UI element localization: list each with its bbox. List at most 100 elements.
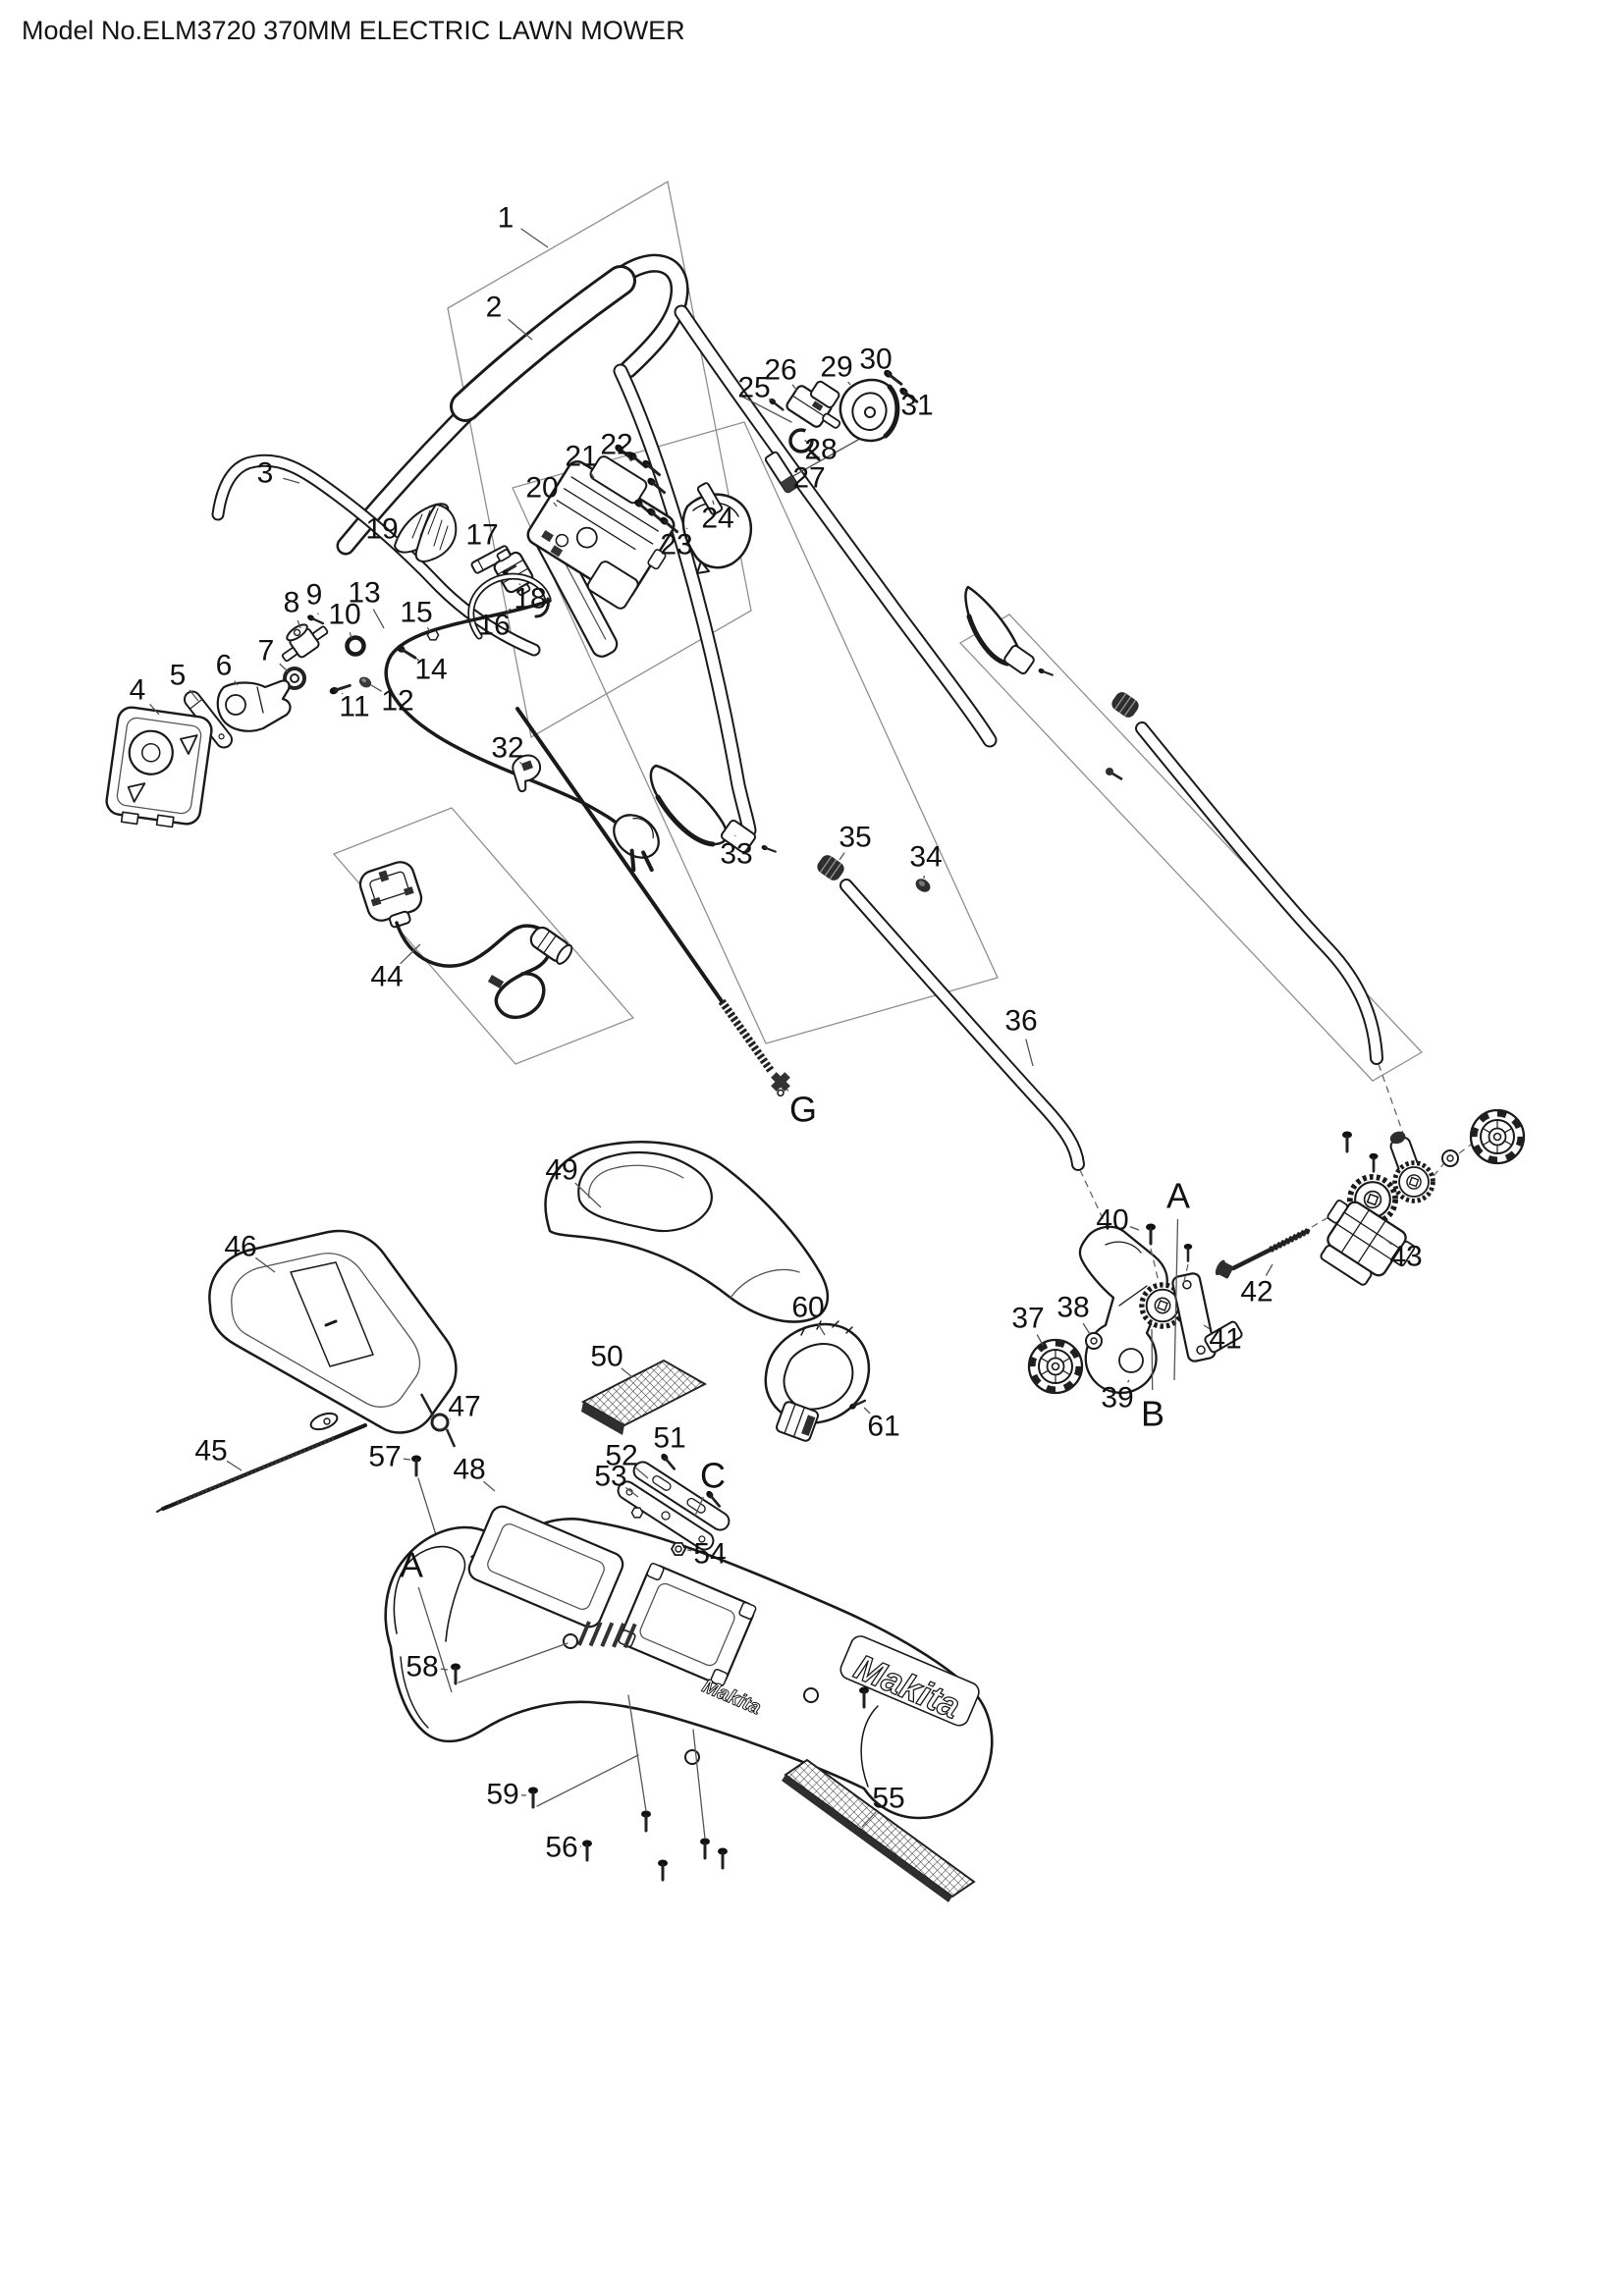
clamp-levers (649, 585, 1055, 855)
part-label-19: 19 (365, 513, 398, 546)
part-label-44: 44 (370, 943, 421, 993)
svg-text:42: 42 (1240, 1276, 1272, 1308)
part-label-36: 36 (1004, 1005, 1038, 1067)
part-label-9: 9 (306, 579, 323, 615)
svg-text:25: 25 (737, 372, 770, 404)
part-label-4: 4 (130, 674, 160, 716)
part-label-20: 20 (525, 472, 559, 507)
svg-text:56: 56 (545, 1832, 577, 1864)
part-label-A: A (1166, 1176, 1190, 1381)
part-label-14: 14 (414, 654, 447, 686)
front-bay (467, 1505, 624, 1629)
part-label-58: 58 (406, 1651, 449, 1683)
svg-text:52: 52 (605, 1440, 637, 1472)
wheel-assembly-right (1320, 1110, 1524, 1286)
part-label-B: B (1141, 1328, 1164, 1434)
bolt-42 (1215, 1212, 1336, 1279)
end-cap-35b (1108, 688, 1143, 721)
svg-text:48: 48 (453, 1454, 485, 1486)
part-label-59: 59 (486, 1779, 527, 1811)
wheel-37 (1029, 1340, 1082, 1393)
svg-text:54: 54 (693, 1538, 726, 1571)
svg-text:45: 45 (194, 1435, 227, 1468)
part-label-15: 15 (400, 597, 433, 632)
lever-33-right (964, 585, 1055, 678)
svg-text:17: 17 (465, 519, 498, 552)
part-label-61: 61 (863, 1407, 900, 1443)
part-label-51: 51 (653, 1422, 685, 1455)
grip-29 (839, 378, 900, 443)
nut-53 (630, 1507, 644, 1519)
filter-50 (581, 1359, 707, 1435)
part-label-25: 25 (737, 372, 773, 404)
part-label-2: 2 (486, 292, 533, 341)
bracket-18 (493, 549, 534, 596)
part-label-40: 40 (1096, 1204, 1140, 1237)
svg-text:4: 4 (130, 674, 146, 707)
svg-text:C: C (700, 1456, 726, 1496)
lower-handle-and-fittings (105, 454, 552, 828)
svg-text:9: 9 (306, 579, 323, 612)
part-label-27: 27 (792, 462, 825, 495)
svg-text:39: 39 (1101, 1382, 1133, 1415)
part-label-8: 8 (284, 587, 301, 629)
part-label-24: 24 (701, 500, 734, 535)
lever-6 (216, 679, 292, 732)
svg-text:23: 23 (660, 529, 692, 561)
svg-text:22: 22 (600, 429, 632, 461)
part-label-G: G (785, 1088, 817, 1130)
upper-handle-assembly (336, 253, 998, 838)
cable-clip-32 (512, 754, 542, 793)
svg-text:27: 27 (792, 462, 825, 495)
switch-assembly (384, 366, 921, 873)
svg-text:34: 34 (909, 841, 942, 874)
svg-text:28: 28 (804, 434, 837, 466)
lower-handlebars (813, 688, 1413, 1267)
screw-43a (1340, 1130, 1354, 1153)
part-label-53: 53 (594, 1461, 639, 1498)
screw-59 (526, 1786, 540, 1809)
part-label-57: 57 (368, 1441, 411, 1473)
part-label-30: 30 (859, 344, 892, 376)
svg-text:46: 46 (224, 1231, 256, 1263)
part-label-48: 48 (453, 1454, 496, 1492)
svg-text:32: 32 (491, 732, 523, 765)
part-label-12: 12 (370, 684, 414, 718)
cord-coupler (529, 926, 573, 965)
bracket-43 (1320, 1200, 1416, 1286)
svg-text:19: 19 (365, 513, 398, 546)
svg-text:37: 37 (1011, 1303, 1044, 1335)
svg-text:A: A (400, 1545, 423, 1585)
svg-text:31: 31 (900, 390, 933, 422)
svg-text:26: 26 (764, 354, 796, 387)
svg-text:G: G (789, 1090, 817, 1130)
washer-38 (1085, 1332, 1103, 1350)
part-label-35: 35 (839, 822, 872, 861)
clamp-ring-28 (788, 428, 821, 461)
grommet-7 (283, 667, 306, 690)
svg-text:53: 53 (594, 1461, 626, 1493)
switch-housing-21 (526, 455, 676, 610)
hinge-rod-45 (156, 1423, 367, 1513)
svg-text:8: 8 (284, 587, 300, 619)
svg-text:15: 15 (400, 597, 432, 629)
wheel-right (1471, 1110, 1524, 1163)
svg-text:A: A (1166, 1176, 1190, 1216)
part-label-7: 7 (258, 635, 289, 672)
svg-text:50: 50 (590, 1341, 623, 1373)
housing-4 (105, 706, 213, 828)
screw-43b (1368, 1151, 1380, 1173)
part-label-55: 55 (861, 1783, 905, 1828)
svg-text:61: 61 (867, 1411, 899, 1443)
part-label-33: 33 (720, 834, 753, 871)
part-label-13: 13 (348, 577, 385, 629)
svg-text:16: 16 (477, 610, 510, 642)
svg-text:10: 10 (328, 599, 360, 631)
part-label-5: 5 (170, 660, 199, 702)
part-label-C: C (694, 1456, 726, 1517)
screw-40b (1182, 1242, 1194, 1262)
part-label-3: 3 (257, 457, 300, 490)
svg-text:13: 13 (348, 577, 380, 610)
mulch-flap (394, 503, 458, 562)
svg-text:1: 1 (498, 202, 514, 235)
